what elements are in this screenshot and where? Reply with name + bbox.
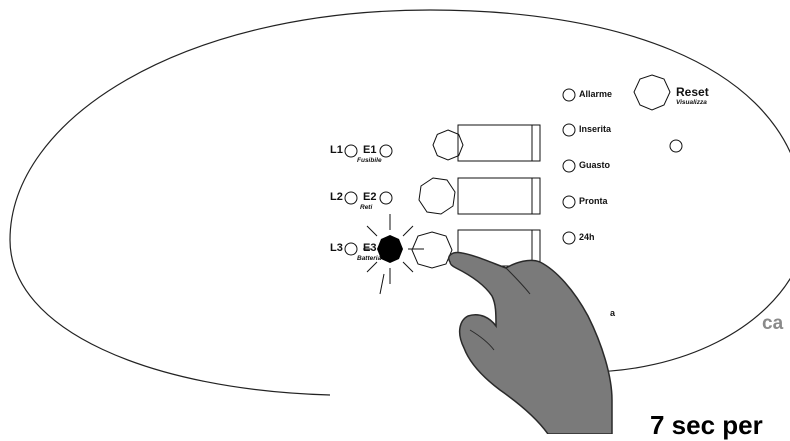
zone-3-error-label: E3 <box>363 242 377 254</box>
zone-2-button[interactable] <box>418 177 456 215</box>
zone-3-button[interactable] <box>411 231 453 269</box>
zone-2-led-label: L2 <box>330 191 343 203</box>
zone-1-sub-label: Fusibile <box>357 157 382 164</box>
caption-partial: ca <box>762 313 784 334</box>
reset-indicator-led <box>669 139 683 153</box>
led-l1 <box>344 144 358 158</box>
zone-1-display <box>457 124 541 162</box>
zone-3-sub-label: Batteria <box>357 255 382 262</box>
led-l2 <box>344 191 358 205</box>
zone-2-error-label: E2 <box>363 191 377 203</box>
blinking-led-e3 <box>363 214 424 295</box>
led-inserita <box>562 123 576 137</box>
reset-sub-label: Visualizza <box>676 99 707 106</box>
zone-2-sub-label: Reti <box>360 204 373 211</box>
status-label-inserita: Inserita <box>579 124 612 134</box>
zone-3-led-label: L3 <box>330 242 343 254</box>
zone-2-display <box>457 177 541 215</box>
footer-caption-partial: 7 sec per <box>650 410 763 440</box>
status-label-24h: 24h <box>579 232 595 242</box>
led-allarme <box>562 88 576 102</box>
panel-outline <box>9 9 790 396</box>
led-pronta <box>562 195 576 209</box>
reset-button[interactable] <box>633 74 671 111</box>
led-e1 <box>379 144 393 158</box>
zone-1-button[interactable] <box>432 129 464 161</box>
led-24h <box>562 231 576 245</box>
hand-pointer-icon <box>448 251 613 434</box>
status-label-pronta: Pronta <box>579 196 608 206</box>
reset-label: Reset <box>676 85 709 99</box>
zone-1-led-label: L1 <box>330 144 343 156</box>
status-label-allarme: Allarme <box>579 89 613 99</box>
led-guasto <box>562 159 576 173</box>
zone-1-error-label: E1 <box>363 144 377 156</box>
status-label-guasto: Guasto <box>579 160 611 170</box>
led-l3 <box>344 242 358 256</box>
partial-panel-label: a <box>610 308 616 318</box>
led-e2 <box>379 191 393 205</box>
